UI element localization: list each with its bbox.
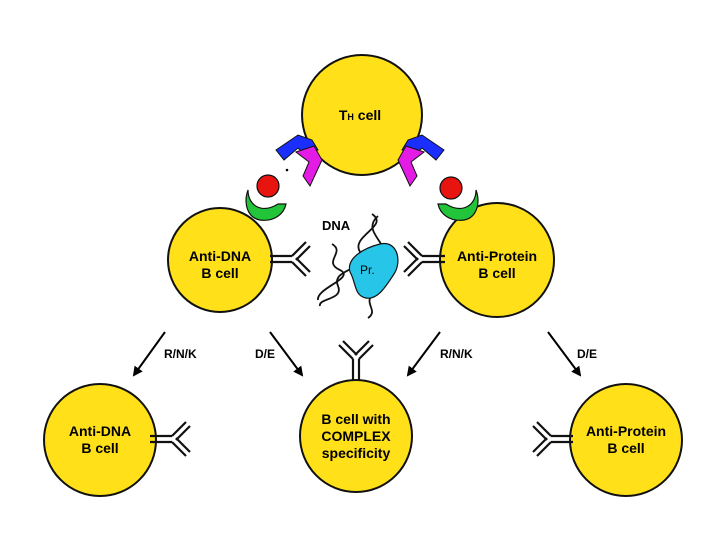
anti-protein-top-line2: B cell — [478, 265, 515, 281]
arrow-d-e-right — [547, 331, 582, 377]
antigen-red-icon — [439, 176, 463, 200]
arrow-r-n-k-right — [406, 331, 441, 377]
th-cell — [301, 54, 423, 176]
anti-dna-top-line1: Anti-DNA — [189, 248, 251, 264]
antibody-icon — [532, 421, 573, 457]
complex-line1: B cell with — [321, 411, 390, 427]
anti-dna-bottom-line2: B cell — [81, 440, 118, 456]
arrow-d-e-left — [269, 331, 304, 377]
dna-label: DNA — [322, 218, 351, 233]
small-dot-icon — [285, 168, 289, 172]
anti-dna-bottom-line1: Anti-DNA — [69, 423, 131, 439]
antibody-icon — [338, 340, 374, 381]
anti-dna-b-cell-bottom — [43, 383, 157, 497]
antigen-red-icon — [256, 174, 280, 198]
protein-label: Pr. — [360, 263, 375, 277]
antibody-icon — [403, 241, 445, 277]
anti-dna-b-cell-top — [167, 207, 273, 313]
arrow-label-d-e-left: D/E — [255, 347, 275, 361]
arrow-label-r-n-k-right: R/N/K — [440, 347, 473, 361]
complex-line2: COMPLEX — [321, 428, 391, 444]
antibody-icon — [270, 241, 311, 277]
arrow-label-r-n-k-left: R/N/K — [164, 347, 197, 361]
anti-dna-top-line2: B cell — [201, 265, 238, 281]
complex-line3: specificity — [322, 445, 391, 461]
anti-protein-bottom-line2: B cell — [607, 440, 644, 456]
th-cell-label: TH cell — [339, 107, 381, 123]
arrow-r-n-k-left — [132, 331, 166, 377]
arrow-label-d-e-right: D/E — [577, 347, 597, 361]
mhc-magenta-icon — [397, 145, 426, 187]
receptor-green-icon — [245, 189, 287, 221]
anti-protein-top-line1: Anti-Protein — [457, 248, 537, 264]
receptor-green-icon — [437, 189, 479, 221]
anti-protein-b-cell-bottom — [569, 383, 683, 497]
mhc-magenta-icon — [294, 145, 323, 187]
protein-blob-icon — [348, 243, 399, 299]
antibody-icon — [150, 421, 191, 457]
complex-b-cell — [299, 379, 413, 493]
anti-protein-bottom-line1: Anti-Protein — [586, 423, 666, 439]
anti-protein-b-cell-top — [439, 202, 555, 318]
